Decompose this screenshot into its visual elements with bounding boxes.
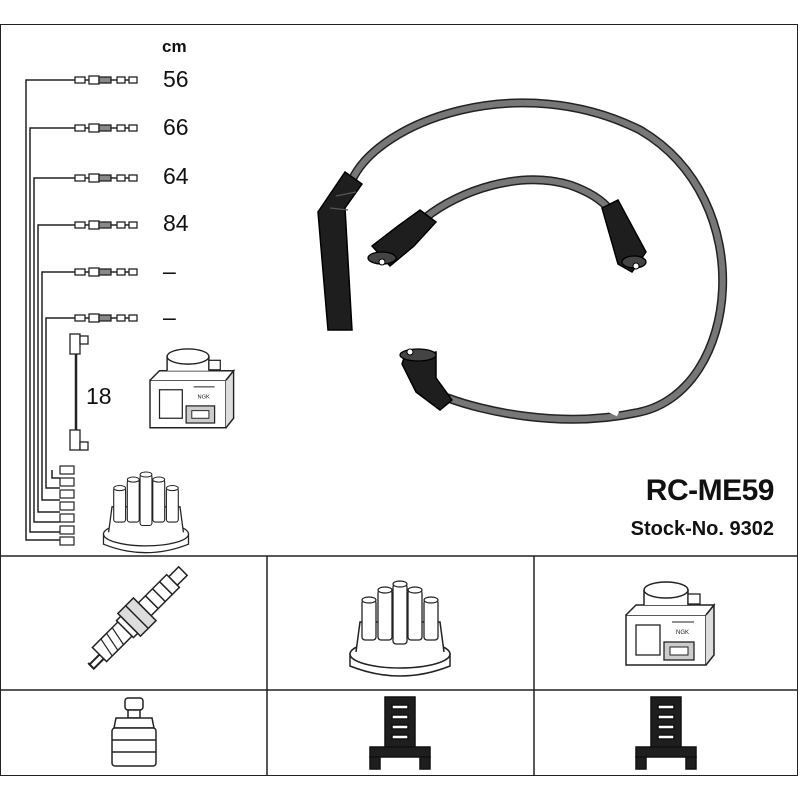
plug-terminal-icon [111,697,157,767]
lead-length-5: – [163,258,176,284]
distributor-cap-icon [349,580,451,677]
lead-connectors [74,75,138,323]
coil-terminal-icon [635,696,697,770]
lead-length-4: 84 [163,210,189,236]
stock-number: Stock-No. 9302 [630,518,774,540]
lead-length-1: 56 [163,66,189,92]
lead-lengths-panel [25,79,75,541]
lead-length-6: – [163,304,176,330]
unit-label: cm [162,37,187,56]
panel-coil-icon [149,348,235,429]
cap-terminal-icon [369,696,431,770]
coil-lead [69,333,89,451]
diagram-frame [0,24,798,776]
lead-length-2: 66 [163,114,189,140]
panel-cap-icon [102,471,190,554]
component-grid [0,555,798,776]
cap-end-terminals [59,465,75,546]
coil-lead-length: 18 [86,383,112,409]
spark-plug-icon [87,565,189,671]
model-number: RC-ME59 [645,474,775,507]
lead-length-3: 64 [163,163,189,189]
ignition-cable-drawing [317,98,728,424]
ignition-coil-icon [625,581,715,666]
